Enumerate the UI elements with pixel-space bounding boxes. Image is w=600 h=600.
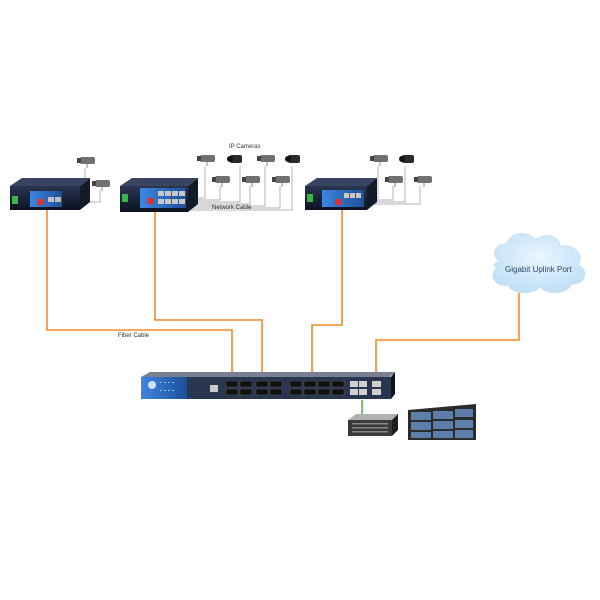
core-switch-icon: [141, 372, 395, 399]
edge-switch-1: [10, 178, 90, 210]
ip-cameras-label: IP Cameras: [229, 144, 261, 150]
fiber-cable-label: Fiber Cable: [118, 333, 150, 339]
fiber-cables: [46, 207, 520, 386]
camera-icon: [77, 157, 95, 168]
monitor-wall-icon: [408, 404, 476, 440]
camera-icon: [242, 176, 260, 187]
fiber-cable-1: [46, 207, 233, 386]
edge-switch-2: [120, 178, 198, 212]
network-cable-label: Network Cable: [212, 205, 252, 211]
camera-icon: [212, 176, 230, 187]
fiber-port-icon: [38, 199, 44, 205]
nvr-icon: [348, 414, 398, 436]
camera-icon: [197, 155, 215, 166]
edge-switch-3: [305, 178, 377, 210]
camera-icon: [92, 180, 110, 191]
uplink-label: Gigabit Uplink Port: [505, 265, 572, 274]
camera-icon: [414, 176, 432, 187]
camera-icon: [385, 176, 403, 187]
cloud-icon: [492, 233, 586, 294]
fiber-cable-uplink: [375, 292, 520, 380]
camera-icon: [399, 155, 414, 163]
camera-icon: [257, 155, 275, 166]
fiber-cable-3: [311, 207, 343, 386]
camera-icon: [227, 155, 242, 163]
camera-icon: [285, 155, 300, 163]
camera-icon: [370, 155, 388, 166]
ip-cameras: [77, 155, 432, 191]
camera-icon: [272, 176, 290, 187]
fiber-cable-2: [154, 212, 263, 386]
